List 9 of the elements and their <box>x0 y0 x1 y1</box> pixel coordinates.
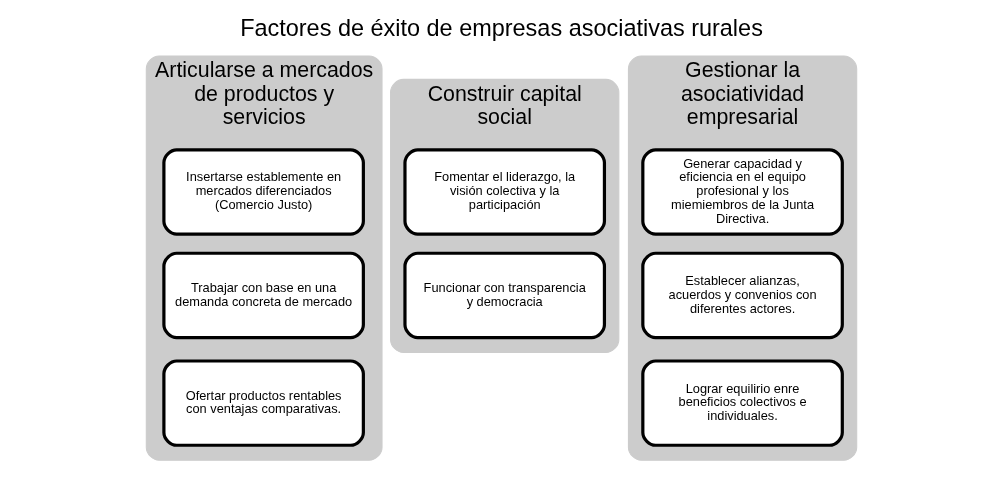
node-box: Establecer alianzas, acuerdos y convenios con diferentes actores. <box>640 251 844 339</box>
node-box: Funcionar con transparencia y democracia <box>402 251 606 339</box>
node-box: Insertarse establemente en mercados diferenciados (Comercio Justo) <box>161 147 365 236</box>
diagram-title: Factores de éxito de empresas asociativas rurales <box>239 14 763 41</box>
node-box: Trabajar con base en una demanda concreta de mercado <box>161 251 365 339</box>
node-box: Ofertar productos rentables con ventajas comparativas. <box>161 358 365 447</box>
node-box: Generar capacidad y eficiencia en el equipo profesional y los miemiembros de la Junta Directiva. <box>640 147 844 236</box>
node-box: Lograr equilirio enre beneficios colectivos e individuales. <box>640 358 844 447</box>
node-box: Fomentar el liderazgo, la visión colectiva y la participación <box>402 147 606 236</box>
